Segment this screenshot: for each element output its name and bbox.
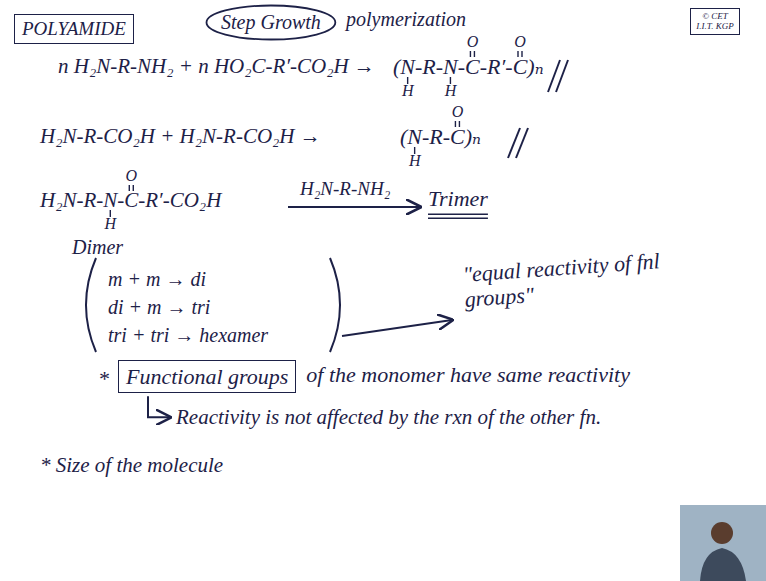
principle-note: "equal reactivity of fnl groups" bbox=[462, 245, 715, 313]
reaction-arrow bbox=[288, 206, 420, 208]
end-mark bbox=[516, 128, 528, 158]
atom-label: H bbox=[445, 83, 457, 99]
video-frame bbox=[680, 505, 766, 581]
atom-label: H bbox=[105, 216, 117, 232]
highlight-ellipse: Step Growth bbox=[205, 4, 337, 41]
step-equation: m + m → di bbox=[108, 268, 206, 291]
node-text: POLYAMIDE bbox=[22, 18, 126, 40]
atom-label: O bbox=[126, 168, 138, 184]
bullet-note: * Size of the molecule bbox=[40, 453, 223, 477]
atom-label: H bbox=[402, 83, 414, 99]
reaction-equation: n H₂N-R-NH₂ + n HO₂C-R′-CO₂H → bbox=[58, 54, 375, 78]
presenter-body bbox=[700, 548, 746, 581]
reagent-label: H₂N-R-NH₂ bbox=[300, 178, 390, 200]
atom-label: H bbox=[409, 153, 421, 169]
logo-box: © CET I.I.T. KGP bbox=[690, 8, 740, 35]
note-text: Reactivity is not affected by the rxn of… bbox=[176, 405, 740, 429]
right-parenthesis bbox=[330, 258, 340, 352]
step-equation: di + m → tri bbox=[108, 296, 210, 319]
pointer-arrow bbox=[342, 320, 452, 336]
end-mark bbox=[556, 60, 568, 92]
note-text: of the monomer have same reactivity bbox=[306, 362, 758, 387]
underline bbox=[428, 213, 488, 215]
underline bbox=[428, 217, 488, 219]
product-name: Trimer bbox=[428, 186, 488, 211]
atom-label: O bbox=[514, 34, 526, 50]
atom-label: O bbox=[467, 34, 479, 50]
ellipse-outline bbox=[207, 6, 336, 40]
step-equation: tri + tri → hexamer bbox=[108, 324, 268, 347]
reaction-equation: H₂N-R-CO₂H + H₂N-R-CO₂H → bbox=[40, 124, 321, 148]
dimer-structure: H₂N-R-N-C-R′-CO₂H bbox=[40, 188, 221, 212]
title-box: POLYAMIDE bbox=[14, 14, 134, 44]
bullet-mark: * bbox=[98, 366, 109, 391]
structure-name: Dimer bbox=[72, 236, 123, 259]
node-text: © CET I.I.T. KGP bbox=[694, 11, 736, 32]
polymer-structure: (N-R-C)ₙ bbox=[400, 124, 481, 149]
node-text: Functional groups bbox=[126, 364, 288, 389]
left-parenthesis bbox=[86, 258, 96, 352]
presenter-video bbox=[680, 505, 766, 581]
atom-label: O bbox=[452, 104, 464, 120]
polymer-structure: (N-R-N-C-R′-C)ₙ bbox=[393, 54, 544, 79]
key-term-box: Functional groups bbox=[118, 360, 296, 393]
node-text: Step Growth bbox=[221, 11, 321, 34]
heading-text: polymerization bbox=[346, 8, 466, 31]
presenter-head bbox=[711, 522, 733, 544]
hook-arrow bbox=[148, 396, 170, 417]
